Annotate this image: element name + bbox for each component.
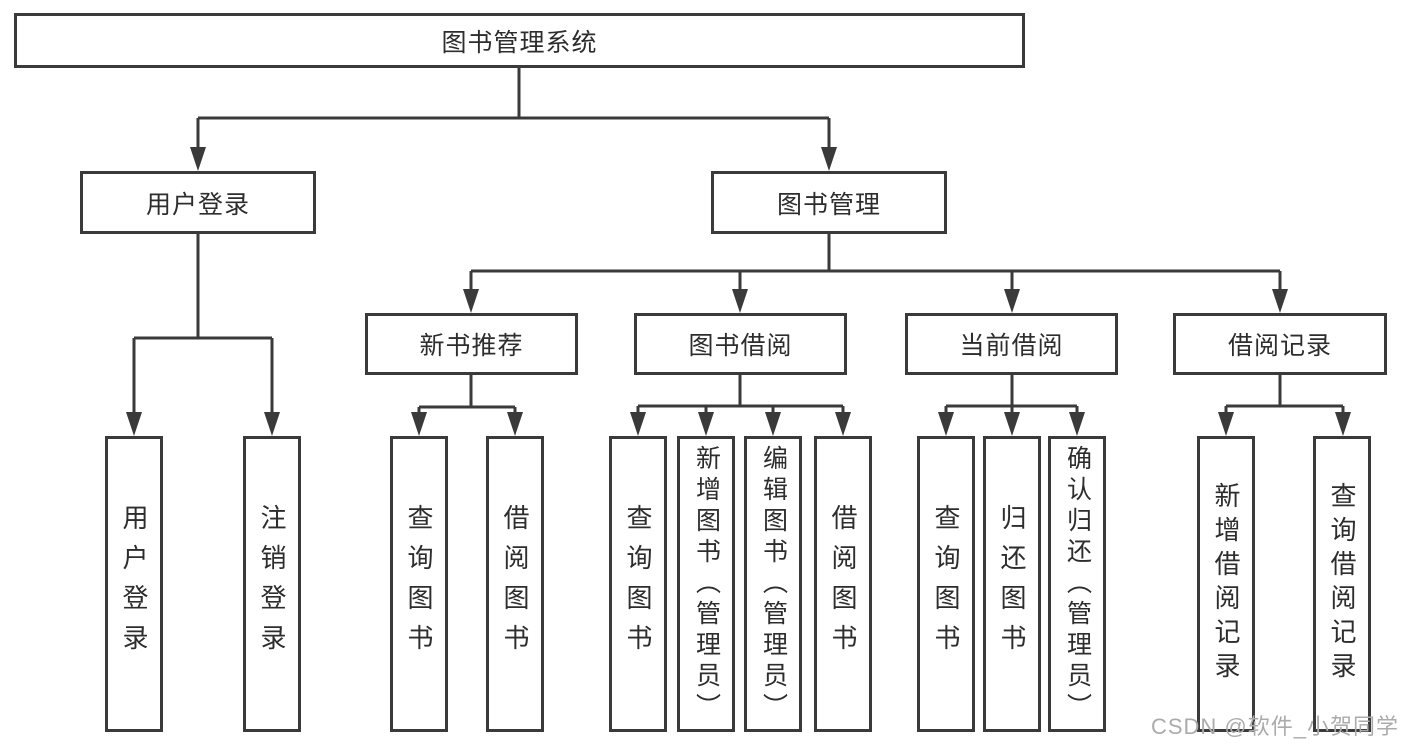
node-label: 新增图书（管理员） [692,444,721,724]
node-library-management-system: 图书管理系统 [14,13,1025,68]
leaf-logout: 注销登录 [243,436,301,732]
node-label: 用户登录 [119,504,149,664]
node-label: 归还图书 [997,504,1027,664]
node-label: 用户登录 [145,190,250,219]
node-book-management: 图书管理 [711,171,947,234]
leaf-query-borrow-record: 查询借阅记录 [1313,436,1371,732]
node-label: 新书推荐 [419,332,524,360]
leaf-edit-books-admin: 编辑图书（管理员） [744,436,802,732]
node-label: 借阅图书 [500,504,530,664]
node-label: 注销登录 [257,504,287,664]
node-label: 借阅记录 [1227,332,1332,360]
leaf-query-books-borrow: 查询图书 [609,436,667,732]
leaf-query-books-current: 查询图书 [917,436,975,732]
node-new-book-recommend: 新书推荐 [365,313,578,375]
node-label: 确认归还（管理员） [1063,444,1092,724]
leaf-confirm-return-admin: 确认归还（管理员） [1048,436,1106,732]
node-label: 图书管理 [776,190,881,219]
leaf-add-books-admin: 新增图书（管理员） [677,436,735,732]
leaf-borrow-books: 借阅图书 [814,436,872,732]
node-label: 当前借阅 [959,332,1064,360]
node-label: 新增借阅记录 [1211,482,1241,686]
leaf-borrow-books-recommend: 借阅图书 [486,436,544,732]
leaf-user-login: 用户登录 [105,436,163,732]
node-label: 图书借阅 [688,332,793,360]
node-book-borrow: 图书借阅 [634,313,847,375]
watermark: CSDN @软件_小贺同学 [1150,714,1399,739]
node-user-login: 用户登录 [80,171,316,234]
node-label: 图书管理系统 [441,28,598,57]
node-label: 查询借阅记录 [1327,482,1357,686]
node-borrow-records: 借阅记录 [1173,313,1387,375]
node-label: 借阅图书 [828,504,858,664]
leaf-query-books-recommend: 查询图书 [390,436,448,732]
node-label: 查询图书 [931,504,961,664]
leaf-add-borrow-record: 新增借阅记录 [1197,436,1255,732]
node-label: 编辑图书（管理员） [759,444,788,724]
node-current-borrow: 当前借阅 [905,313,1118,375]
node-label: 查询图书 [404,504,434,664]
node-label: 查询图书 [623,504,653,664]
leaf-return-books: 归还图书 [983,436,1041,732]
